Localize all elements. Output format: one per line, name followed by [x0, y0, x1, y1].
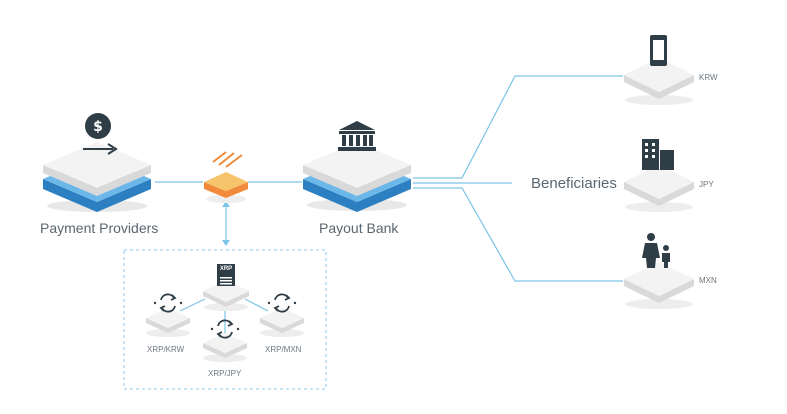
jpy-currency-label: JPY [699, 180, 714, 189]
exchange-box [123, 249, 327, 390]
pair-label-xrp-mxn: XRP/MXN [265, 345, 302, 354]
arrow-down [222, 240, 230, 246]
dollar-transfer-icon: $ [83, 113, 118, 155]
xrp-ledger-cube [204, 172, 248, 203]
payout-bank-label: Payout Bank [319, 220, 399, 236]
payout-bank-stack [303, 142, 411, 212]
mxn-currency-label: MXN [699, 276, 717, 285]
krw-currency-label: KRW [699, 73, 718, 82]
exchange-cycle-icon [267, 293, 297, 313]
arrow-up [222, 201, 230, 207]
payment-providers-stack [43, 142, 151, 212]
xrp-badge-label: XRP [219, 266, 233, 272]
xrp-mxn-platform [260, 308, 304, 337]
line-exchange-right [244, 298, 269, 312]
xrp-document-icon [217, 264, 235, 286]
xrp-jpy-platform [203, 333, 247, 362]
buildings-icon [642, 139, 674, 170]
line-exchange-left [179, 298, 206, 312]
svg-text:$: $ [93, 119, 103, 135]
pair-label-xrp-krw: XRP/KRW [147, 345, 185, 354]
line-bank-to-mxn [413, 187, 623, 282]
line-bank-to-krw [413, 75, 623, 179]
mxn-platform [624, 262, 694, 309]
beneficiaries-label: Beneficiaries [531, 175, 617, 192]
krw-platform [624, 58, 694, 105]
exchange-cycle-icon [210, 319, 240, 339]
payment-providers-label: Payment Providers [40, 220, 159, 236]
pair-label-xrp-jpy: XRP/JPY [208, 369, 242, 378]
family-icon [642, 233, 670, 268]
exchange-cycle-icon [153, 293, 183, 313]
xrp-krw-platform [146, 308, 190, 337]
smartphone-icon [650, 35, 667, 66]
jpy-platform [624, 165, 694, 212]
xrp-center-platform [203, 280, 249, 311]
ripple-slashes-icon [212, 151, 243, 168]
bank-icon [338, 121, 376, 151]
